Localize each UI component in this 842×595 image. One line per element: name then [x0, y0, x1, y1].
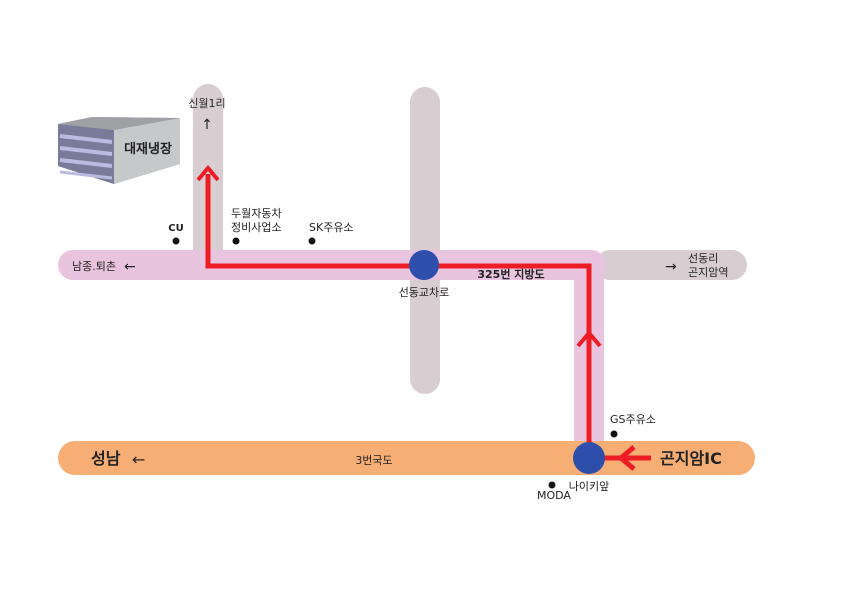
auto-repair-dot — [232, 237, 240, 245]
route-arrow-up-325 — [576, 329, 602, 348]
gs-gas-dot — [610, 430, 618, 438]
label-seondong-intersection: 선동교차로 — [399, 286, 450, 299]
building-label: 대재냉장 — [124, 141, 172, 157]
label-auto-repair-2: 정비사업소 — [231, 221, 282, 234]
arrow-right-seondongri: → — [665, 259, 677, 275]
label-road-3: 3번국도 — [355, 454, 392, 467]
label-seongnam: 성남 — [91, 449, 121, 468]
label-seondongri-2: 곤지암역 — [688, 266, 728, 279]
label-namjong: 남종.퇴촌 — [72, 260, 116, 273]
label-seondongri-1: 선동리 — [688, 252, 718, 265]
moda-dot — [548, 481, 556, 489]
arrow-left-seongnam: ← — [132, 450, 145, 469]
building-icon: 대재냉장 — [58, 117, 180, 184]
route-arrow-up-sinwol — [196, 164, 220, 182]
road-seondong-vertical — [410, 87, 440, 394]
label-gs-gas: GS주유소 — [610, 413, 656, 426]
route-path — [205, 174, 651, 461]
label-gonjiam-ic: 곤지암IC — [660, 449, 722, 468]
arrow-left-namjong: ← — [124, 259, 136, 275]
label-road-325: 325번 지방도 — [477, 267, 544, 281]
label-sinwol: 신월1리 — [188, 97, 225, 110]
arrow-up-sinwol: ↑ — [201, 117, 213, 133]
route-arrow-left-ic — [617, 445, 636, 471]
junction-naiki — [573, 442, 605, 474]
label-cu: CU — [168, 223, 183, 234]
cu-dot — [172, 237, 180, 245]
label-sk-gas: SK주유소 — [309, 221, 354, 234]
label-naiki-front: 나이키앞 — [569, 480, 609, 493]
sk-gas-dot — [308, 237, 316, 245]
label-auto-repair-1: 두월자동차 — [231, 207, 282, 220]
road-seondongri-east — [595, 250, 747, 280]
label-moda: MODA — [537, 489, 571, 502]
junction-seondong — [409, 250, 439, 280]
